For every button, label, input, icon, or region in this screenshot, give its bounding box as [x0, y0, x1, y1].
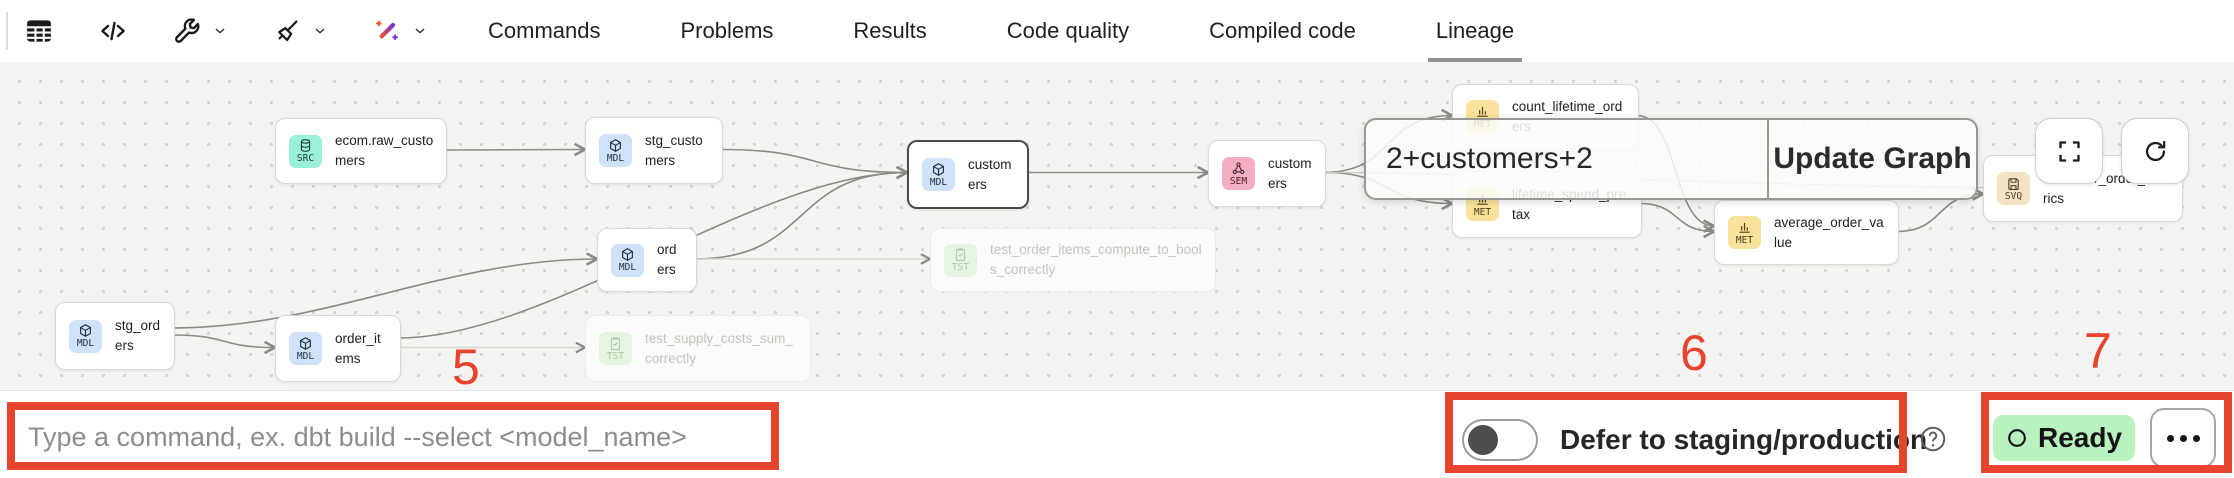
- node-label: stg_customers: [645, 132, 703, 168]
- node-label: test_supply_costs_sum_correctly: [645, 330, 793, 366]
- database-icon: [298, 138, 313, 153]
- chevron-down-icon: [412, 23, 428, 39]
- node-stg_orders[interactable]: MDL stg_orders: [55, 302, 175, 370]
- tab-compiled-code[interactable]: Compiled code: [1209, 18, 1356, 43]
- cube-badge: MDL: [69, 319, 102, 353]
- refresh-button[interactable]: [2121, 118, 2189, 184]
- cube-badge: MDL: [289, 332, 322, 365]
- tab-results[interactable]: Results: [853, 18, 927, 43]
- semantic-badge: SEM: [1222, 157, 1255, 190]
- node-type-code: MET: [1735, 234, 1754, 246]
- broom-icon: [272, 16, 302, 46]
- node-stg_customers[interactable]: MDL stg_customers: [585, 117, 723, 184]
- node-type-code: MDL: [618, 262, 637, 273]
- node-type-code: MDL: [606, 152, 625, 164]
- selector-divider: [1767, 120, 1769, 198]
- command-bar: Defer to staging/production Ready: [0, 390, 2234, 478]
- defer-control: Defer to staging/production: [1462, 419, 1927, 461]
- tab-commands[interactable]: Commands: [488, 18, 601, 43]
- cube-icon: [608, 138, 623, 153]
- node-type-code: MDL: [929, 176, 948, 188]
- fullscreen-icon: [2056, 138, 2083, 165]
- panel-topbar: Commands Problems Results Code quality Compi…: [0, 0, 2234, 62]
- chart-icon: [1737, 220, 1752, 235]
- wrench-icon: [172, 16, 202, 46]
- refresh-icon: [2142, 138, 2169, 165]
- tab-code-quality[interactable]: Code quality: [1006, 18, 1130, 43]
- save-icon: [2006, 176, 2021, 191]
- node-type-code: SEM: [1229, 175, 1248, 187]
- node-type-code: MET: [1473, 206, 1492, 218]
- database-badge: SRC: [289, 134, 322, 168]
- node-customers_sem[interactable]: SEM customers: [1208, 140, 1326, 207]
- tab-problems[interactable]: Problems: [680, 18, 774, 43]
- cube-icon: [620, 247, 635, 262]
- graph-selector-overlay: 2+customers+2 Update Graph: [1364, 118, 1978, 200]
- node-label: orders: [657, 242, 677, 277]
- broom-button[interactable]: [272, 16, 328, 46]
- clipboard-icon: [953, 247, 968, 262]
- node-type-code: MDL: [296, 350, 315, 362]
- wrench-button[interactable]: [172, 16, 228, 46]
- graph-controls: [2035, 118, 2189, 184]
- cube-badge: MDL: [599, 134, 632, 167]
- help-icon[interactable]: [1918, 424, 1948, 454]
- chart-icon: [1475, 104, 1490, 119]
- more-menu-button[interactable]: [2150, 408, 2216, 468]
- node-label: average_order_value: [1774, 214, 1884, 250]
- wand-icon: [372, 16, 402, 46]
- cube-badge: MDL: [611, 243, 644, 277]
- toolbar-icons: [24, 0, 428, 62]
- wand-button[interactable]: [372, 16, 428, 46]
- chevron-down-icon: [212, 23, 228, 39]
- node-label: customers: [968, 156, 1012, 192]
- status-badge[interactable]: Ready: [1993, 415, 2135, 461]
- node-label: customers: [1268, 155, 1312, 191]
- chevron-down-icon: [312, 23, 328, 39]
- node-type-code: SRC: [296, 153, 315, 164]
- command-input[interactable]: [16, 411, 782, 463]
- clipboard-badge: TST: [944, 243, 977, 277]
- status-label: Ready: [2037, 422, 2123, 453]
- fullscreen-button[interactable]: [2035, 118, 2103, 184]
- selector-query-input[interactable]: 2+customers+2: [1386, 142, 1593, 175]
- node-orders[interactable]: MDL orders: [597, 228, 697, 292]
- node-test_order_items[interactable]: TST test_order_items_compute_to_bools_cor…: [930, 228, 1216, 292]
- update-graph-button[interactable]: Update Graph: [1773, 142, 1972, 175]
- circle-icon: [2006, 427, 2028, 449]
- cube-badge: MDL: [922, 158, 955, 191]
- node-type-code: SVQ: [2004, 190, 2023, 202]
- node-customers_mdl[interactable]: MDL customers: [907, 140, 1029, 209]
- node-avg_order_value[interactable]: MET average_order_value: [1714, 200, 1899, 265]
- node-src_raw[interactable]: SRC ecom.raw_customers: [275, 118, 447, 184]
- defer-label: Defer to staging/production: [1560, 424, 1928, 455]
- table-icon: [24, 16, 54, 46]
- code-button[interactable]: [98, 16, 128, 46]
- panel-tabs: Commands Problems Results Code quality Compi…: [488, 0, 1523, 62]
- semantic-icon: [1231, 161, 1246, 176]
- node-label: order_items: [335, 330, 381, 366]
- code-icon: [98, 16, 128, 46]
- panel-left-divider: [6, 12, 8, 50]
- cube-icon: [931, 162, 946, 177]
- tab-lineage[interactable]: Lineage: [1427, 0, 1523, 62]
- node-type-code: TST: [951, 262, 970, 273]
- cube-icon: [78, 323, 93, 338]
- clipboard-icon: [608, 336, 623, 351]
- toggle-knob: [1468, 425, 1498, 455]
- node-type-code: TST: [606, 350, 625, 362]
- table-button[interactable]: [24, 16, 54, 46]
- node-label: ecom.raw_customers: [335, 133, 434, 168]
- save-badge: SVQ: [1997, 172, 2030, 205]
- node-label: stg_orders: [115, 318, 161, 353]
- node-label: test_order_items_compute_to_bools_correc…: [990, 242, 1202, 277]
- node-type-code: MDL: [76, 338, 95, 349]
- defer-toggle[interactable]: [1462, 419, 1538, 461]
- node-test_supply[interactable]: TST test_supply_costs_sum_correctly: [585, 315, 811, 382]
- cube-icon: [298, 336, 313, 351]
- chart-badge: MET: [1728, 216, 1761, 249]
- node-order_items[interactable]: MDL order_items: [275, 315, 401, 382]
- clipboard-badge: TST: [599, 332, 632, 365]
